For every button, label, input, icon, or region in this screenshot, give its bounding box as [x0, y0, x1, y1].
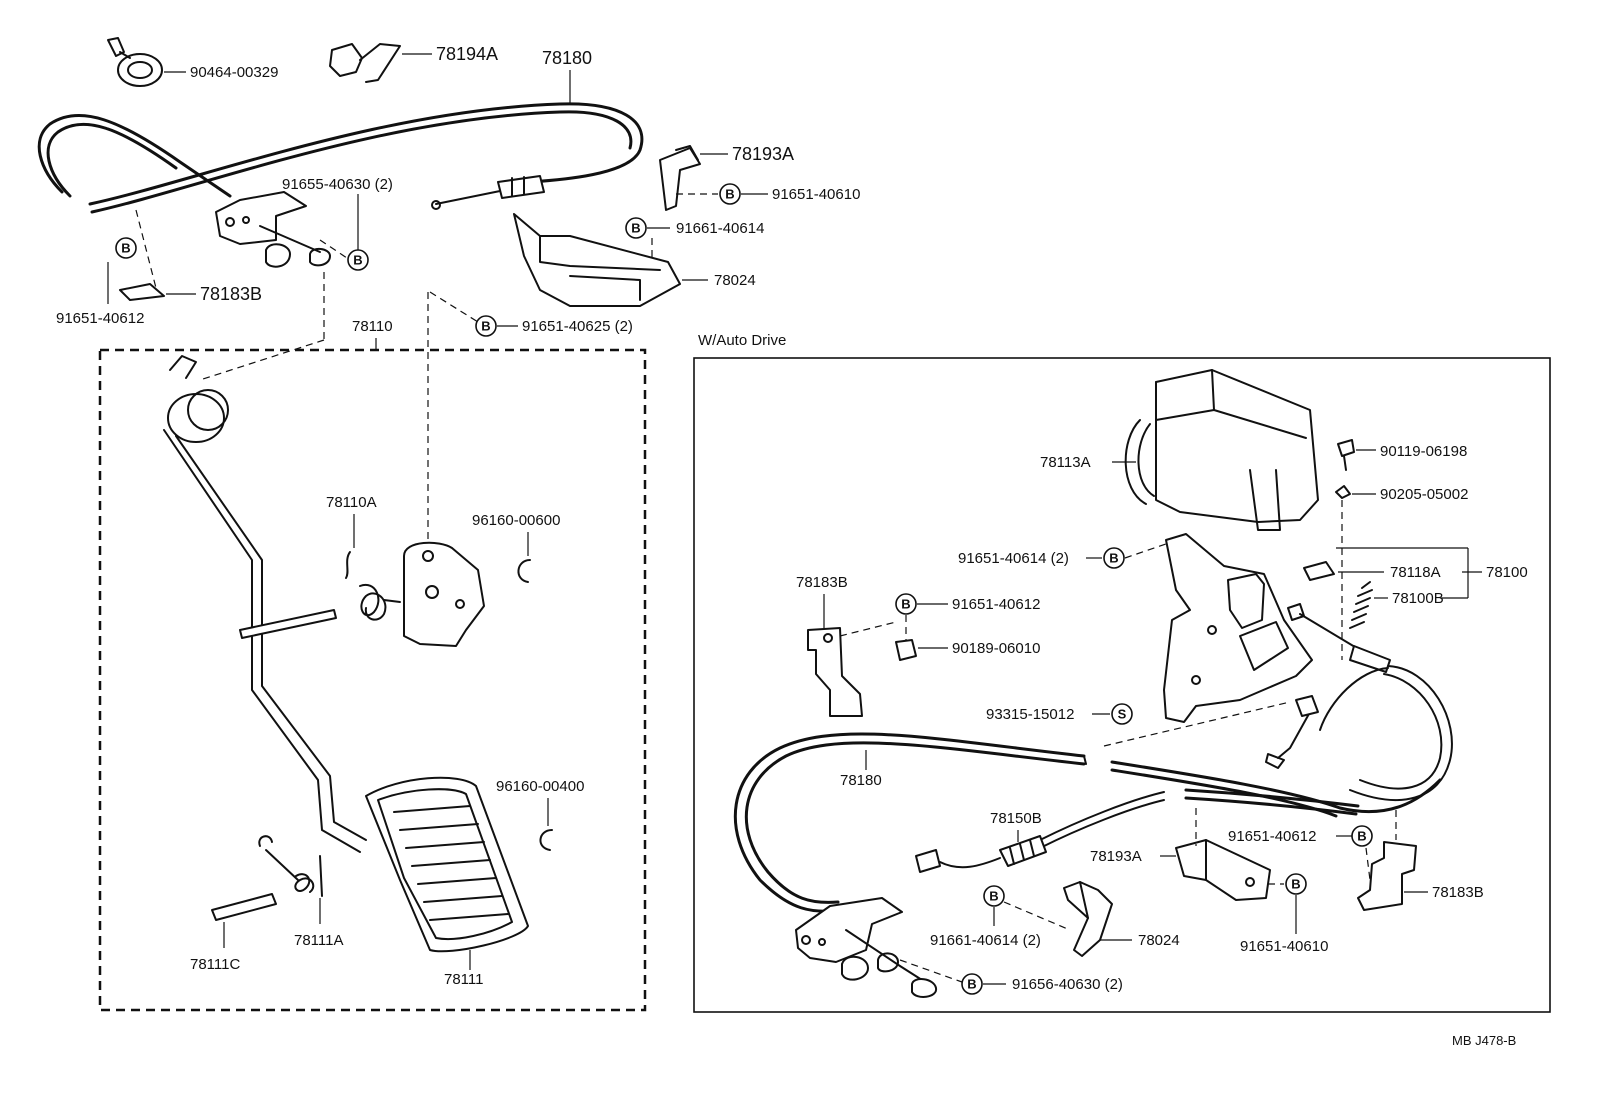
bolt-mark-91651-40612-r2: B	[1357, 829, 1366, 844]
clamp-90464-00329-part	[107, 37, 163, 87]
nut-90189-06010-part	[895, 639, 917, 661]
bolt-mark-91651-40610-top: B	[725, 187, 734, 202]
label-90119-06198: 90119-06198	[1380, 443, 1467, 460]
label-78150B: 78150B	[990, 810, 1042, 827]
label-78024-r: 78024	[1138, 932, 1180, 949]
label-91651-40612-r2: 91651-40612	[1228, 828, 1316, 845]
label-93315-15012: 93315-15012	[986, 706, 1074, 723]
label-78024-top: 78024	[714, 272, 756, 289]
bolt-mark-91655-40630: B	[353, 253, 362, 268]
label-91651-40610-top: 91651-40610	[772, 186, 860, 203]
label-78110A: 78110A	[326, 494, 377, 511]
label-91651-40614: 91651-40614 (2)	[958, 550, 1069, 567]
bolt-mark-91651-40614: B	[1109, 551, 1118, 566]
bolt-90119-06198-part	[1337, 439, 1355, 471]
label-78110: 78110	[352, 318, 393, 335]
bracket-78183B-r2-part	[1357, 841, 1417, 911]
label-78183B-top: 78183B	[200, 284, 262, 304]
bracket-78024-top-part	[513, 213, 681, 307]
bracket-78183B-top-part	[119, 283, 165, 301]
bolt-mark-91651-40625: B	[481, 319, 490, 334]
pin-78111C-part	[211, 893, 277, 921]
bracket-78193A-top-part	[659, 145, 701, 211]
spring-78110A-part	[345, 551, 401, 621]
label-91651-40612-top: 91651-40612	[56, 310, 144, 327]
bolt-mark-91651-40612-r: B	[901, 597, 910, 612]
pedal-pad-78111-part	[365, 776, 529, 953]
bolt-mark-91651-40610-r: B	[1291, 877, 1300, 892]
pedal-arm-78110-part	[163, 355, 367, 853]
pedal-bracket-part	[403, 541, 485, 647]
lever-bracket-bottom-part	[795, 897, 938, 998]
spring-78100B-part	[1349, 581, 1373, 629]
label-78111: 78111	[444, 971, 484, 988]
label-91661-40614-top: 91661-40614	[676, 220, 764, 237]
label-91661-40614-r: 91661-40614 (2)	[930, 932, 1041, 949]
label-78183B-r1: 78183B	[796, 574, 848, 591]
label-78194A: 78194A	[436, 44, 498, 64]
label-91656-40630: 91656-40630 (2)	[1012, 976, 1123, 993]
label-78100: 78100	[1486, 564, 1528, 581]
label-96160-00600: 96160-00600	[472, 512, 560, 529]
auto-drive-section-box	[693, 357, 1551, 1013]
spring-78111A-part	[258, 835, 323, 897]
bracket-78194A-part	[329, 43, 401, 83]
bushing-78118A-part	[1303, 561, 1335, 581]
bolt-mark-91661-40614-r: B	[989, 889, 998, 904]
label-90464-00329: 90464-00329	[190, 64, 278, 81]
bracket-78193A-r-part	[1175, 839, 1271, 901]
clip-96160-00600-part	[517, 559, 531, 583]
label-90205-05002: 90205-05002	[1380, 486, 1468, 503]
label-90189-06010: 90189-06010	[952, 640, 1040, 657]
accelerator-cable-78180-top	[37, 102, 644, 214]
label-78193A-r: 78193A	[1090, 848, 1142, 865]
label-78180-r: 78180	[840, 772, 882, 789]
actuator-cable-part	[1265, 603, 1453, 801]
lever-bracket-top-part	[215, 191, 331, 268]
bolt-mark-91661-40614-top: B	[631, 221, 640, 236]
washer-90205-05002-part	[1335, 485, 1351, 499]
clip-96160-00400-part	[539, 829, 553, 851]
label-78111A: 78111A	[294, 932, 344, 949]
bracket-78024-r-part	[1063, 881, 1113, 957]
label-91655-40630: 91655-40630 (2)	[282, 176, 393, 193]
actuator-bracket-part	[1163, 533, 1313, 723]
label-78100B: 78100B	[1392, 590, 1444, 607]
label-78180-top: 78180	[542, 48, 592, 68]
label-78193A-top: 78193A	[732, 144, 794, 164]
accelerator-cable-78180-right	[733, 732, 1442, 913]
pedal-assembly-78110-box	[98, 348, 647, 1012]
label-91651-40625: 91651-40625 (2)	[522, 318, 633, 335]
section-title-auto-drive: W/Auto Drive	[698, 332, 786, 349]
label-96160-00400: 96160-00400	[496, 778, 584, 795]
label-91651-40610-r: 91651-40610	[1240, 938, 1328, 955]
actuator-78113A-part	[1124, 369, 1319, 531]
label-78111C: 78111C	[190, 956, 240, 973]
reference-code: MB J478-B	[1452, 1033, 1516, 1048]
bolt-mark-91651-40612-top: B	[121, 241, 130, 256]
label-78113A: 78113A	[1040, 454, 1091, 471]
screw-mark-93315-15012: S	[1118, 707, 1127, 722]
label-78183B-r2: 78183B	[1432, 884, 1484, 901]
label-78118A: 78118A	[1390, 564, 1441, 581]
bolt-mark-91656-40630: B	[967, 977, 976, 992]
cable-78150B-part	[915, 791, 1165, 873]
bracket-78183B-r1-part	[807, 627, 863, 717]
label-91651-40612-r: 91651-40612	[952, 596, 1040, 613]
